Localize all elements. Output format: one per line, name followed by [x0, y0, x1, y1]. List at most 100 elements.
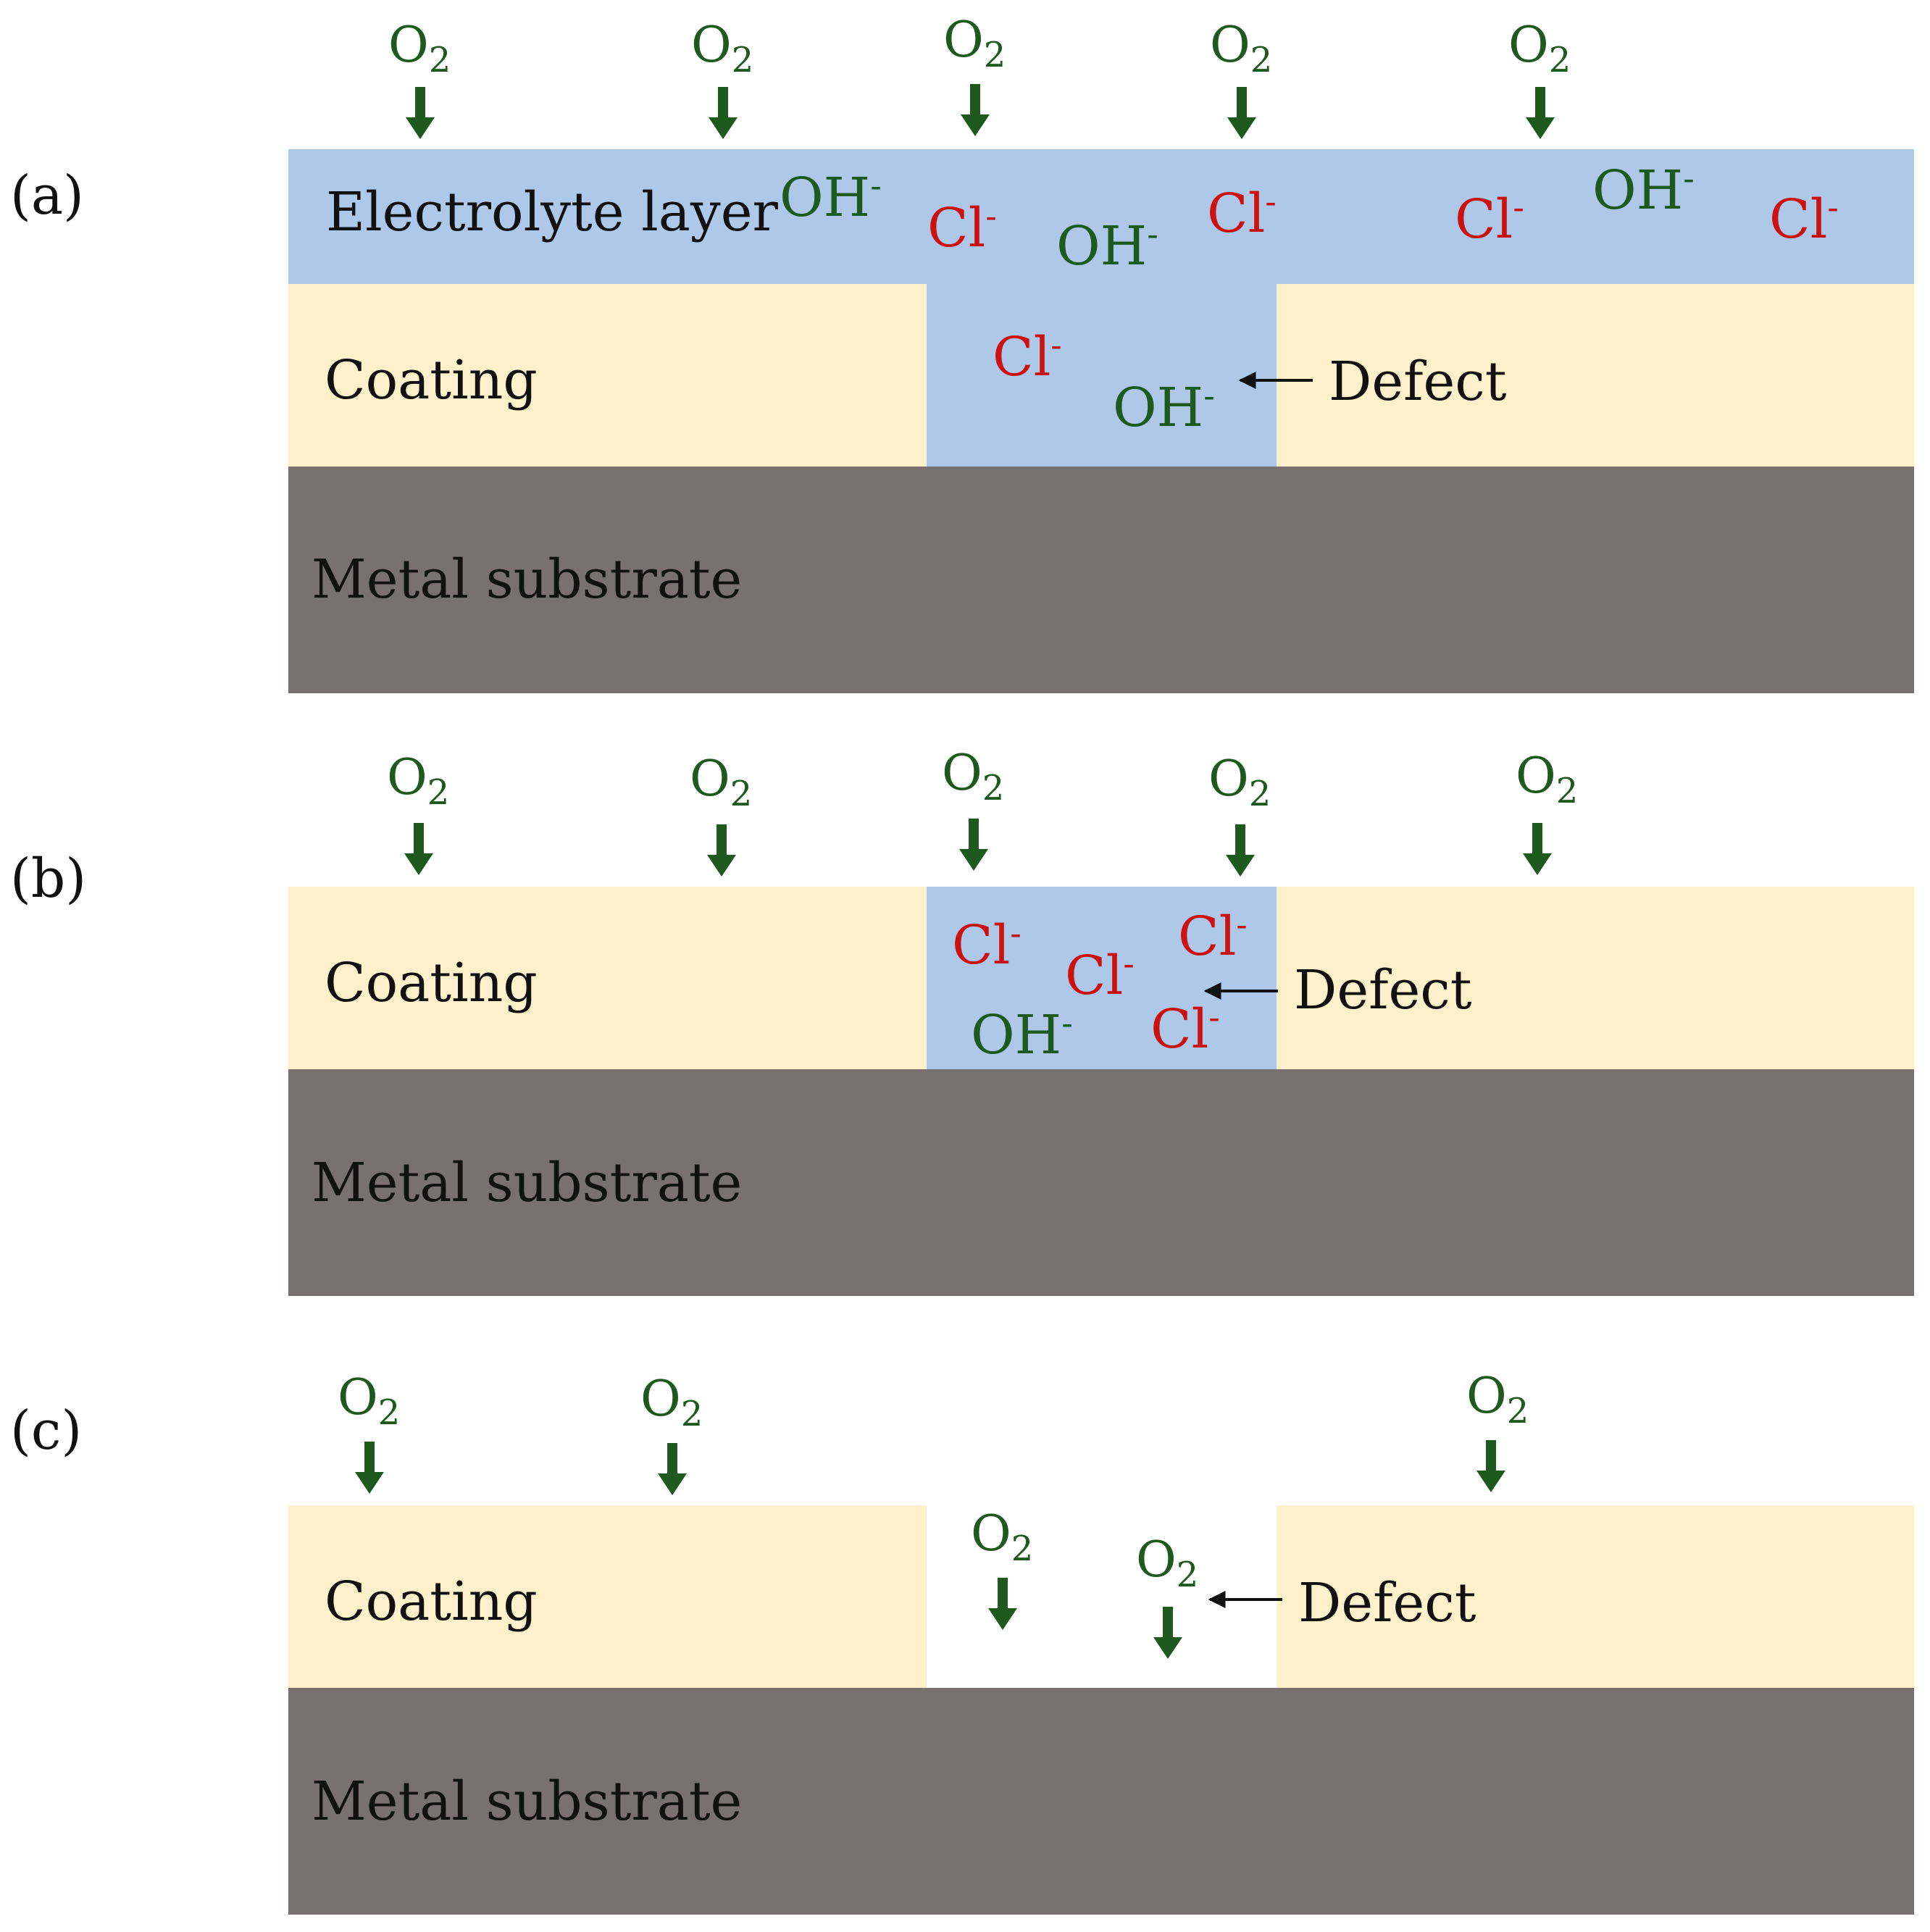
oxygen-molecule: O2	[1210, 17, 1272, 80]
hydroxide-ion: OH-	[1056, 214, 1158, 277]
oxygen-label: O2	[1208, 750, 1271, 814]
down-arrow-icon	[959, 819, 988, 871]
oxygen-molecule: O2	[640, 1371, 703, 1434]
coating-right-a	[1277, 284, 1914, 467]
chloride-ion: Cl-	[1207, 182, 1277, 245]
chloride-ion: Cl-	[993, 325, 1062, 388]
down-arrow-icon	[406, 87, 435, 139]
down-arrow-icon	[1153, 1607, 1182, 1659]
down-arrow-icon	[404, 823, 433, 875]
oxygen-label: O2	[690, 750, 752, 814]
oxygen-molecule: O2	[690, 750, 752, 814]
oxygen-arrow-down	[406, 87, 435, 139]
oxygen-arrow-down	[355, 1442, 384, 1494]
electrolyte-layer-a	[288, 149, 1914, 284]
down-arrow-icon	[1523, 823, 1552, 875]
chloride-ion: Cl-	[1178, 905, 1248, 968]
oxygen-molecule: O2	[942, 745, 1004, 808]
coating-right-b	[1277, 887, 1914, 1069]
defect-electrolyte-b	[927, 887, 1277, 1069]
defect-label-c: Defect	[1298, 1572, 1476, 1634]
down-arrow-icon	[707, 824, 736, 877]
metal-substrate-c	[288, 1688, 1914, 1915]
oxygen-molecule: O2	[1516, 748, 1578, 811]
down-arrow-icon	[1476, 1440, 1505, 1492]
oxygen-arrow-down	[1227, 87, 1256, 139]
panel-label-a: (a)	[10, 164, 84, 227]
oxygen-molecule: O2	[691, 17, 753, 80]
metal-substrate-label-c: Metal substrate	[312, 1770, 742, 1833]
oxygen-label: O2	[640, 1371, 703, 1434]
defect-label-b: Defect	[1294, 959, 1472, 1021]
oxygen-arrow-down	[658, 1443, 687, 1495]
oxygen-molecule: O2	[1208, 750, 1271, 814]
panel-a: (a) Electrolyte layer Coating Metal subs…	[10, 12, 1914, 693]
chloride-ion: Cl-	[1065, 944, 1135, 1007]
down-arrow-icon	[988, 1578, 1017, 1630]
oxygen-arrow-down	[1523, 823, 1552, 875]
oxygen-label: O2	[388, 17, 451, 80]
oxygen-molecule: O2	[971, 1505, 1033, 1569]
oxygen-arrow-down	[959, 819, 988, 871]
chloride-ion: Cl-	[1150, 998, 1220, 1061]
down-arrow-icon	[355, 1442, 384, 1494]
oxygen-arrow-down	[988, 1578, 1017, 1630]
oxygen-label: O2	[338, 1369, 400, 1433]
oxygen-label: O2	[691, 17, 753, 80]
electrolyte-layer-label: Electrolyte layer	[326, 181, 778, 243]
coating-left-c	[288, 1505, 927, 1688]
panel-label-c: (c)	[10, 1400, 82, 1462]
oxygen-arrow-down	[404, 823, 433, 875]
oxygen-label: O2	[1136, 1531, 1198, 1595]
chloride-ion: Cl-	[952, 913, 1022, 977]
defect-label-a: Defect	[1329, 351, 1507, 413]
down-arrow-icon	[1226, 824, 1255, 877]
oxygen-label: O2	[1466, 1368, 1529, 1431]
coating-label-a: Coating	[325, 349, 538, 411]
oxygen-molecule: O2	[388, 17, 451, 80]
down-arrow-icon	[709, 87, 738, 139]
oxygen-molecule: O2	[943, 12, 1006, 75]
down-arrow-icon	[658, 1443, 687, 1495]
oxygen-arrow-down	[709, 87, 738, 139]
panel-label-b: (b)	[10, 848, 86, 910]
coating-left-b	[288, 887, 927, 1069]
hydroxide-ion: OH-	[780, 166, 882, 229]
oxygen-molecule: O2	[1508, 17, 1571, 80]
panel-c: (c) Coating Metal substrate Defect O2 O2…	[10, 1368, 1914, 1915]
oxygen-arrow-down	[707, 824, 736, 877]
chloride-ion: Cl-	[927, 196, 997, 259]
coating-label-c: Coating	[325, 1571, 538, 1633]
panel-b: (b) Coating Metal substrate Defect O2 O2…	[10, 745, 1914, 1296]
oxygen-arrow-down	[1153, 1607, 1182, 1659]
hydroxide-ion: OH-	[971, 1003, 1073, 1066]
metal-substrate-label-b: Metal substrate	[312, 1152, 742, 1214]
down-arrow-icon	[961, 84, 990, 136]
oxygen-arrow-down	[1226, 824, 1255, 877]
down-arrow-icon	[1526, 87, 1555, 139]
metal-substrate-label-a: Metal substrate	[312, 548, 742, 611]
oxygen-molecule: O2	[338, 1369, 400, 1433]
oxygen-arrow-down	[1476, 1440, 1505, 1492]
oxygen-label: O2	[971, 1505, 1033, 1569]
oxygen-label: O2	[942, 745, 1004, 808]
chloride-ion: Cl-	[1455, 188, 1524, 251]
oxygen-label: O2	[387, 749, 449, 813]
down-arrow-icon	[1227, 87, 1256, 139]
oxygen-label: O2	[943, 12, 1006, 75]
oxygen-molecule: O2	[387, 749, 449, 813]
defect-electrolyte-a	[927, 283, 1277, 467]
hydroxide-ion: OH-	[1592, 159, 1695, 222]
oxygen-molecule: O2	[1136, 1531, 1198, 1595]
oxygen-label: O2	[1508, 17, 1571, 80]
oxygen-arrow-down	[1526, 87, 1555, 139]
chloride-ion: Cl-	[1769, 188, 1839, 251]
oxygen-label: O2	[1210, 17, 1272, 80]
metal-substrate-a	[288, 467, 1914, 693]
oxygen-arrow-down	[961, 84, 990, 136]
oxygen-molecule: O2	[1466, 1368, 1529, 1431]
coating-left-a	[288, 284, 927, 467]
oxygen-label: O2	[1516, 748, 1578, 811]
hydroxide-ion: OH-	[1113, 376, 1215, 439]
